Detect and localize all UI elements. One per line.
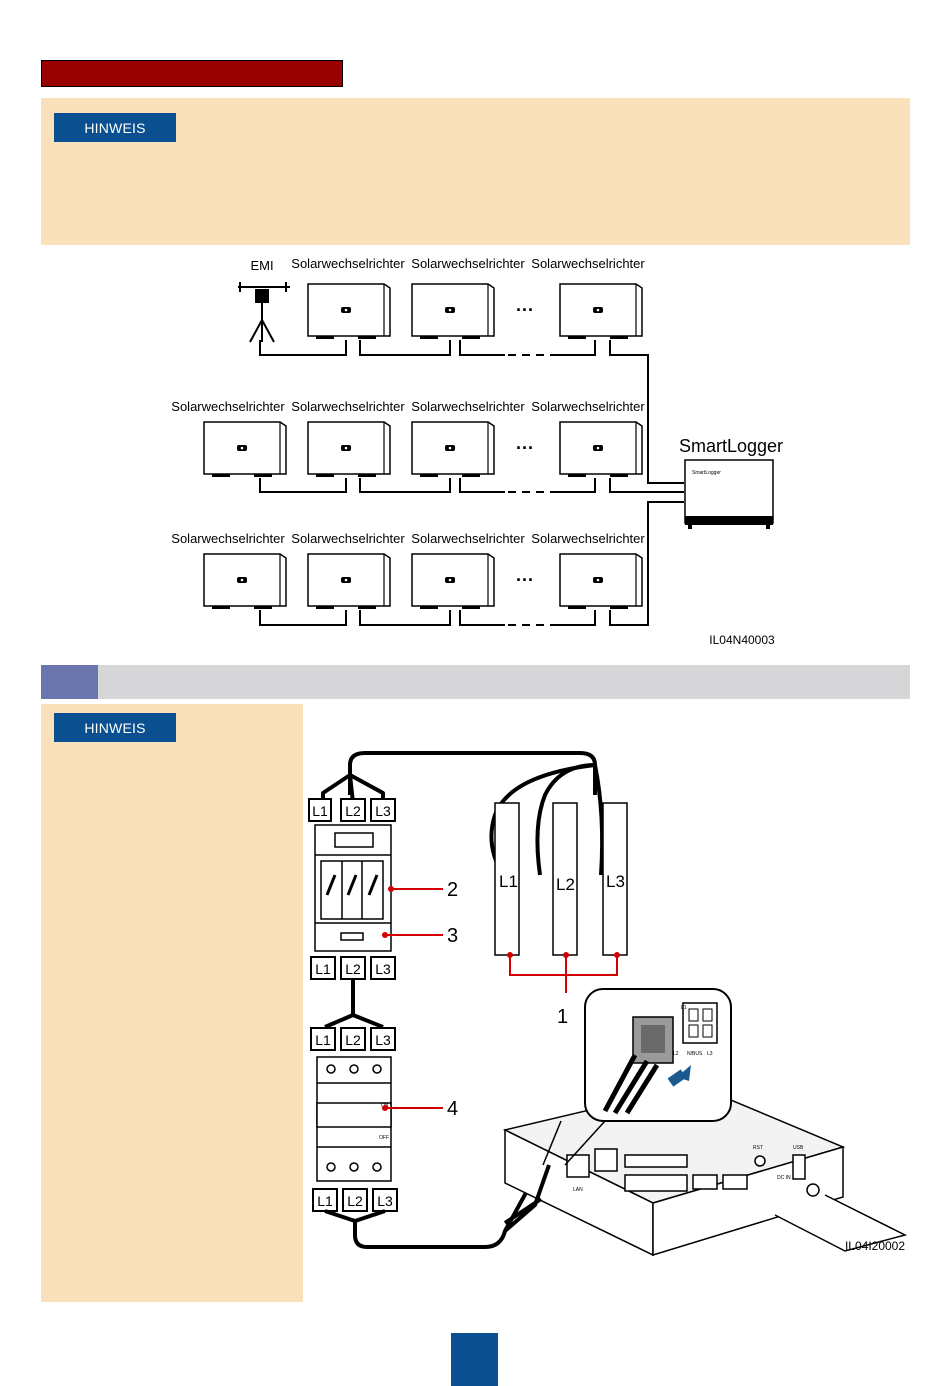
connector-label: L1 [681,1005,687,1011]
inverter-icon [307,283,391,340]
busbar-label: L1 [499,872,518,891]
inverter-label: Solarwechselrichter [411,531,525,546]
inverter-icon [559,421,643,478]
section-number-block [41,665,98,699]
section-bar [41,665,910,699]
lan-port-label: LAN [573,1187,583,1193]
dc-port-label: DC IN [777,1175,791,1181]
inverter-label: Solarwechselrichter [531,399,645,414]
inverter-icon [559,553,643,610]
smartlogger-device-icon: SmartLogger [684,459,774,529]
power-cable-diagram: L1 L2 L3 L1 L2 L3 L1 L2 L3 [308,751,908,1257]
inverter-icon [203,553,287,610]
inverter-icon [307,553,391,610]
breaker-off-label: OFF [379,1135,389,1141]
connector-label: N/BUS [687,1051,703,1057]
inverter-label: Solarwechselrichter [531,256,645,271]
figure-id: IL04N40003 [709,633,775,647]
callout-3: 3 [447,925,458,947]
phase-label: L2 [347,1193,363,1209]
ellipsis: ··· [516,570,534,590]
connector-label: L3 [707,1051,713,1057]
inverter-label: Solarwechselrichter [531,531,645,546]
inverter-icon [411,421,495,478]
busbar-label: L2 [556,875,575,894]
note-box-bottom [41,704,303,1302]
inverter-label: Solarwechselrichter [291,531,405,546]
phase-label: L2 [345,1032,361,1048]
smartlogger-device-text: SmartLogger [692,470,721,476]
usb-label: USB [793,1145,804,1151]
inverter-label: Solarwechselrichter [411,399,525,414]
inverter-icon [559,283,643,340]
inverter-icon [307,421,391,478]
phase-label: L2 [345,961,361,977]
inverter-label: Solarwechselrichter [411,256,525,271]
inverter-network-diagram: EMI Solarwechselrichter Solarwechselrich… [171,256,783,647]
ellipsis: ··· [516,438,534,458]
section-heading-bar [41,60,343,87]
busbar-label: L3 [606,872,625,891]
emi-sensor-icon [238,282,290,343]
phase-label: L3 [375,1032,391,1048]
phase-label: L1 [317,1193,333,1209]
rst-label: RST [753,1145,763,1151]
inverter-icon [411,283,495,340]
phase-label: L3 [375,961,391,977]
callout-4: 4 [447,1098,458,1120]
ellipsis: ··· [516,300,534,320]
phase-label: L1 [315,1032,331,1048]
phase-label: L1 [315,961,331,977]
smartlogger-label: SmartLogger [679,436,783,456]
inverter-icon [203,421,287,478]
callout-1: 1 [557,1006,568,1028]
inverter-icon [411,553,495,610]
inverter-label: Solarwechselrichter [171,531,285,546]
callout-2: 2 [447,879,458,901]
phase-label: L3 [377,1193,393,1209]
note-badge-top: HINWEIS [54,113,176,142]
phase-label: L2 [345,803,361,819]
circuit-breaker-icon [316,1056,392,1182]
figure-id: IL04I20002 [845,1239,905,1253]
page-number-block [451,1333,498,1386]
phase-label: L1 [312,803,328,819]
phase-label: L3 [375,803,391,819]
inverter-label: Solarwechselrichter [171,399,285,414]
connector-label: L2 [673,1051,679,1057]
note-box-top [41,98,910,245]
load-switch-icon [314,824,392,952]
inverter-label: Solarwechselrichter [291,399,405,414]
inverter-label: Solarwechselrichter [291,256,405,271]
connector-detail-inset [584,988,732,1122]
emi-label: EMI [250,258,273,273]
note-badge-bottom: HINWEIS [54,713,176,742]
